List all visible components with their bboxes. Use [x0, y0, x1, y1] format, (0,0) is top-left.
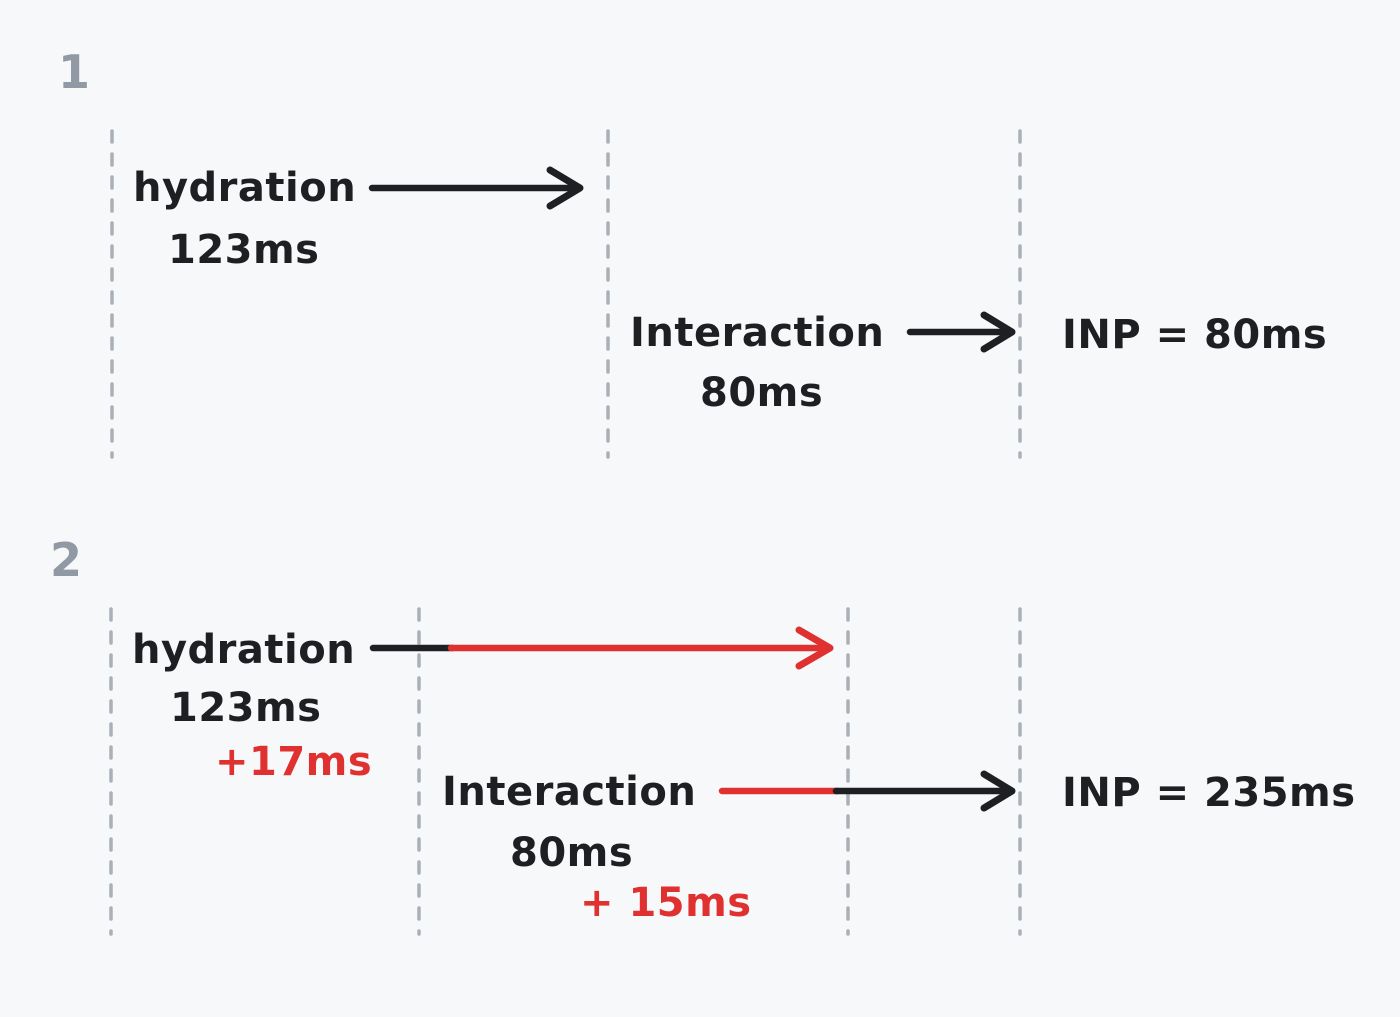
scenario-1-interaction-duration: 80ms: [700, 370, 824, 416]
interaction-arrow: [906, 311, 1016, 353]
scenario-1-number: 1: [58, 45, 91, 99]
scenario-2-interaction-duration: 80ms: [510, 830, 634, 876]
scenario-1-inp-result: INP = 80ms: [1062, 312, 1328, 358]
scenario-1-interaction-label: Interaction: [630, 310, 885, 356]
scenario-1-hydration-duration: 123ms: [168, 227, 320, 273]
scenario-2-inp-result: INP = 235ms: [1062, 770, 1356, 816]
scenario-2-interaction-label: Interaction: [442, 769, 697, 815]
hydration-delayed-arrow: [369, 626, 834, 670]
scenario-2-number: 2: [50, 533, 83, 587]
scenario-1-hydration-label: hydration: [133, 165, 357, 211]
hydration-arrow: [368, 166, 584, 210]
scenario-2-hydration-duration: 123ms: [170, 685, 322, 731]
scenario-2-interaction-delay: + 15ms: [580, 880, 752, 926]
scenario-2-hydration-label: hydration: [132, 627, 356, 673]
scenario-2-hydration-delay: +17ms: [215, 739, 373, 785]
interaction-delayed-arrow: [718, 770, 1016, 812]
